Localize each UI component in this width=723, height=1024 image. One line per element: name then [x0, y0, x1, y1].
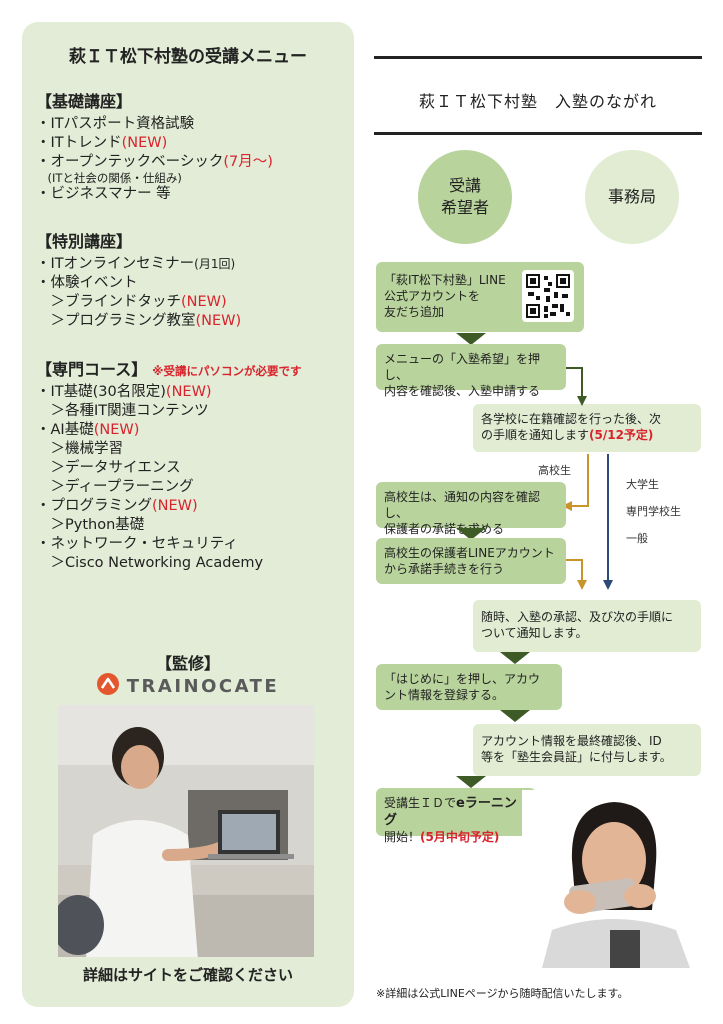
list-item: (ITと社会の関係・仕組み): [36, 171, 182, 185]
basic-list: ・ITパスポート資格試験 ・ITトレンド(NEW) ・オープンテックベーシック(…: [36, 115, 273, 204]
list-item: ＞各種IT関連コンテンツ: [36, 403, 209, 419]
list-item: ・ネットワーク・セキュリティ: [36, 536, 238, 552]
special-list: ・ITオンラインセミナー(月1回) ・体験イベント ＞ブラインドタッチ(NEW)…: [36, 255, 241, 331]
flow-title: 萩ＩＴ松下村塾 入塾のながれ: [418, 92, 657, 111]
list-item: ・オープンテックベーシック(7月～): [36, 154, 273, 170]
student-smartphone-photo: [522, 790, 702, 968]
list-item: ＞Python基礎: [36, 517, 145, 533]
bottom-rule: [374, 132, 702, 135]
basic-heading: 【基礎講座】: [36, 92, 133, 111]
footer-note: ※詳細は公式LINEページから随時配信いたします。: [376, 987, 629, 1000]
flow-arrow: [456, 528, 486, 540]
trainocate-mark-icon: [96, 673, 119, 699]
list-item: ・ITオンラインセミナー(月1回): [36, 256, 236, 272]
step-start-elearning: 受講生ＩＤでeラーニング 開始！(5月中旬予定): [376, 788, 536, 844]
qr-code-icon: [522, 270, 574, 322]
list-item: ・AI基礎(NEW): [36, 422, 140, 438]
label-general: 一般: [626, 532, 648, 545]
step-apply: メニューの「入塾希望」を押し、内容を確認後、入塾申請する: [376, 344, 566, 398]
flow-connectors: [562, 367, 613, 590]
label-high-school: 高校生: [538, 464, 571, 477]
office-circle: 事務局: [585, 150, 679, 244]
basic-section: 【基礎講座】 ・ITパスポート資格試験 ・ITトレンド(NEW) ・オープンテッ…: [36, 88, 273, 204]
left-footer: 詳細はサイトをご確認ください: [82, 966, 293, 984]
list-item: ＞ディープラーニング: [36, 479, 194, 495]
list-item: ＞プログラミング教室(NEW): [36, 313, 242, 329]
step-approval-notice: 随時、入塾の承認、及び次の手順について通知します。: [473, 600, 701, 652]
step-guardian-consent: 高校生の保護者LINEアカウントから承諾手続きを行う: [376, 538, 566, 584]
step-hs-consent-request: 高校生は、通知の内容を確認し、保護者の承諾を求める: [376, 482, 566, 536]
pro-heading: 【専門コース】: [36, 360, 148, 379]
top-rule: [374, 56, 702, 59]
list-item: ・体験イベント: [36, 275, 138, 291]
list-item: ・プログラミング(NEW): [36, 498, 198, 514]
special-section: 【特別講座】 ・ITオンラインセミナー(月1回) ・体験イベント ＞ブラインドタ…: [36, 228, 241, 331]
pro-note: ※受講にパソコンが必要です: [152, 364, 302, 378]
flow-arrow: [500, 710, 530, 722]
flow-arrow: [456, 333, 486, 345]
logo-text: TRAINOCATE: [126, 675, 280, 697]
pro-section: 【専門コース】 ※受講にパソコンが必要です ・IT基礎(30名限定)(NEW) …: [36, 356, 301, 573]
list-item: ＞Cisco Networking Academy: [36, 555, 264, 571]
applicant-circle: 受講希望者: [418, 150, 512, 244]
step-register-account: 「はじめに」を押し、アカウント情報を登録する。: [376, 664, 562, 710]
pro-list: ・IT基礎(30名限定)(NEW) ＞各種IT関連コンテンツ ・AI基礎(NEW…: [36, 383, 301, 573]
list-item: ・IT基礎(30名限定)(NEW): [36, 384, 212, 400]
trainocate-logo: TRAINOCATE: [22, 673, 354, 699]
student-laptop-photo: [58, 705, 314, 957]
step-enrollment-check: 各学校に在籍確認を行った後、次 の手順を通知します(5/12予定): [473, 404, 701, 452]
list-item: ＞ブラインドタッチ(NEW): [36, 294, 227, 310]
label-vocational: 専門学校生: [626, 505, 681, 518]
flow-arrow: [456, 776, 486, 788]
special-heading: 【特別講座】: [36, 232, 133, 251]
list-item: ・ビジネスマナー 等: [36, 186, 171, 202]
list-item: ＞データサイエンス: [36, 460, 181, 476]
list-item: ＞機械学習: [36, 441, 123, 457]
list-item: ・ITトレンド(NEW): [36, 135, 168, 151]
label-university: 大学生: [626, 478, 659, 491]
menu-title: 萩ＩＴ松下村塾の受講メニュー: [69, 47, 307, 67]
supervision-heading: 【監修】: [155, 654, 220, 673]
list-item: ・ITパスポート資格試験: [36, 116, 195, 132]
flow-arrow: [500, 652, 530, 664]
